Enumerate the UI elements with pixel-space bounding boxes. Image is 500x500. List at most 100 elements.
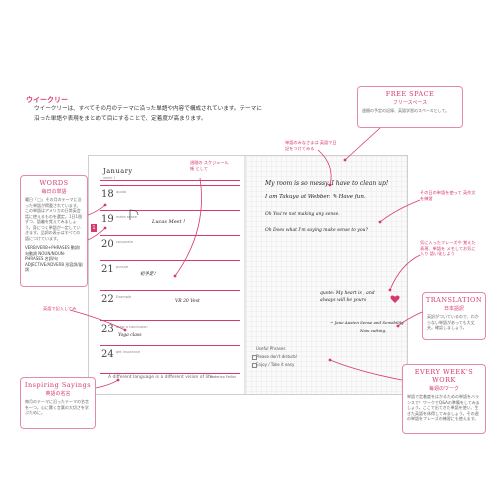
day-word: quota xyxy=(116,190,127,194)
intro-text: ウイークリーは、すべてその月のテーマに沿った単語や内容で構成されています。テーマ… xyxy=(34,106,262,122)
annotation-sentence: その日の単語を使って 英作文を練習 xyxy=(420,190,476,201)
connector-schedule xyxy=(174,177,202,277)
day-number: 22 xyxy=(101,294,114,305)
annotation-schedule: 週間の スケジュール帳 として xyxy=(190,160,229,171)
connector-dot xyxy=(116,378,120,382)
handwritten-note: Lucas Meet ! xyxy=(152,219,186,225)
box-body: 毎月のテーマに沿ったテーマの名言を一つ。心に響く言葉の大切さを学ぶために。 xyxy=(25,399,89,415)
connector-dot xyxy=(343,158,347,162)
box-body: 週間の予定の記録、英語学習のスペースとして。 xyxy=(362,108,450,113)
right-page-grid xyxy=(246,156,407,394)
words-box: WORDS 毎日の単語 曜日「◯」その月のテーマに沿った単語が掲載されています。… xyxy=(20,175,88,287)
box-subheading: 毎週のワーク xyxy=(428,386,459,392)
handwritten-note: 初予定！ xyxy=(140,272,158,277)
box-subheading: 英語の名言 xyxy=(45,391,71,397)
heart-icon xyxy=(390,295,400,303)
phrase-1: Please don't disturb! xyxy=(256,354,298,359)
free-space-box: FREE SPACE フリースペース 週間の予定の記録、英語学習のスペースとして… xyxy=(357,86,463,128)
box-body: 単語で定着度をはかるための単語をバランスで！ワークでQ&Aの準備をしてみましょう… xyxy=(407,394,480,421)
connector-dot xyxy=(328,183,332,187)
intro-title: ウイークリー xyxy=(26,96,68,104)
journal-line: I am Takuya at Webber. ✎ Have fun. xyxy=(265,194,366,200)
connector-translation xyxy=(397,311,423,327)
connector-every-week xyxy=(329,359,403,381)
journal-line: My room is so messy. I have to clean up! xyxy=(265,180,389,187)
box-subheading: フリースペース xyxy=(392,100,428,106)
month-tab: 1 xyxy=(91,224,97,232)
box-heading: Inspiring Sayings xyxy=(24,381,92,389)
useful-phrases-label: Useful Phrases xyxy=(256,346,286,351)
day-word: get insurance xyxy=(116,350,140,354)
phrase-2: Enjoy / Take it easy xyxy=(256,362,295,367)
day-number: 21 xyxy=(101,264,114,275)
connector-free-space xyxy=(344,127,381,161)
checkbox-icon xyxy=(252,363,257,368)
day-row: 19 make sense Lucas Meet ! xyxy=(100,210,240,235)
connector-dot xyxy=(378,220,382,224)
connector-dot xyxy=(388,288,392,292)
box-heading: FREE SPACE xyxy=(385,90,435,98)
left-page xyxy=(89,156,244,394)
box-heading: WORDS xyxy=(39,179,69,187)
quote-note: Now cutting. xyxy=(360,328,387,333)
day-row: 23 draw a conclusion Yoga class xyxy=(100,320,240,345)
day-number: 23 xyxy=(101,324,114,335)
connector-english-note xyxy=(69,309,126,331)
day-word: Example xyxy=(116,295,132,299)
connector-dot xyxy=(103,226,107,230)
day-number: 20 xyxy=(101,239,114,250)
journal-line: Oh You're not making any sense. xyxy=(265,212,340,217)
box-heading: EVERY WEEK'S WORK xyxy=(414,368,474,384)
connector-dot xyxy=(328,358,332,362)
day-number: 19 xyxy=(101,214,114,225)
journal-line: Oh Does what I'm saying make sense to yo… xyxy=(265,228,368,233)
day-word: draw a conclusion xyxy=(116,325,148,329)
connector-inspiring xyxy=(95,379,119,389)
connector-dot xyxy=(123,328,127,332)
checkbox-icon xyxy=(252,355,257,360)
day-row: 22 Example VR 20 Vest xyxy=(100,290,240,315)
day-row: 18 quota xyxy=(100,185,240,210)
day-number: 18 xyxy=(101,189,114,200)
connector-dot xyxy=(396,324,400,328)
day-word: corporate xyxy=(116,240,133,244)
connector-phrases xyxy=(389,254,421,291)
day-row: 20 corporate xyxy=(100,235,240,260)
quote-handwritten: quote: My heart is , and always will be … xyxy=(320,291,375,303)
box-subheading: 日本語訳 xyxy=(443,306,464,312)
day-row: 24 get insurance xyxy=(100,345,240,370)
connector-words-2 xyxy=(87,227,106,241)
day-number: 24 xyxy=(101,349,114,360)
footer-rule xyxy=(100,373,240,374)
inspiring-sayings-box: Inspiring Sayings 英語の名言 毎月のテーマに沿ったテーマの名言… xyxy=(20,377,96,429)
every-week-box: EVERY WEEK'S WORK 毎週のワーク 単語で定着度をはかるための単語… xyxy=(402,364,486,434)
connector-dot xyxy=(173,274,177,278)
footer-author: Federico Fellini xyxy=(210,375,237,379)
month-label: January xyxy=(103,167,133,175)
connector-words xyxy=(87,204,106,216)
header-rule xyxy=(100,180,240,181)
week-label: week 1 xyxy=(103,176,116,180)
annotation-diary: 単語のみなさまは 英語で日記をつけてみる xyxy=(285,140,337,151)
day-word: make sense xyxy=(116,215,137,219)
handwritten-bracket xyxy=(129,209,139,220)
annotation-phrases: 気に入ったフレーズや 覚えた表現、単語を メモしてお気に入り 語い化しよう xyxy=(420,240,476,256)
box-body: 曜日「◯」その月のテーマに沿った単語が掲載されています。この単語はアメリカの日常… xyxy=(25,197,82,241)
footer-quote: A different language is a different visi… xyxy=(108,375,214,380)
handwritten-note: VR 20 Vest xyxy=(175,299,200,304)
box-categories: VERB/VERB+PHRASES 動詞/句動詞 NOUN/NOUN-PHRAS… xyxy=(25,245,83,272)
box-body: 英訳がついているので、わからない単語があっても大丈夫。確認しましょう。 xyxy=(427,314,479,330)
quote-attribution: ~ Jane Austen Sense and Sensibility xyxy=(330,320,404,325)
day-word: pursue xyxy=(116,265,129,269)
box-subheading: 毎日の単語 xyxy=(41,189,67,195)
spine xyxy=(244,156,246,394)
handwritten-note: Yoga class xyxy=(118,333,142,338)
connector-dot xyxy=(103,203,107,207)
day-row: 21 pursue 初予定！ xyxy=(100,260,240,285)
annotation-english-note: 英語で記入してみ xyxy=(43,306,77,311)
connector-diary xyxy=(317,149,332,186)
connector-sentence xyxy=(379,199,421,223)
box-heading: TRANSLATION xyxy=(425,296,483,304)
translation-box: TRANSLATION 日本語訳 英訳がついているので、わからない単語があっても… xyxy=(422,292,486,340)
